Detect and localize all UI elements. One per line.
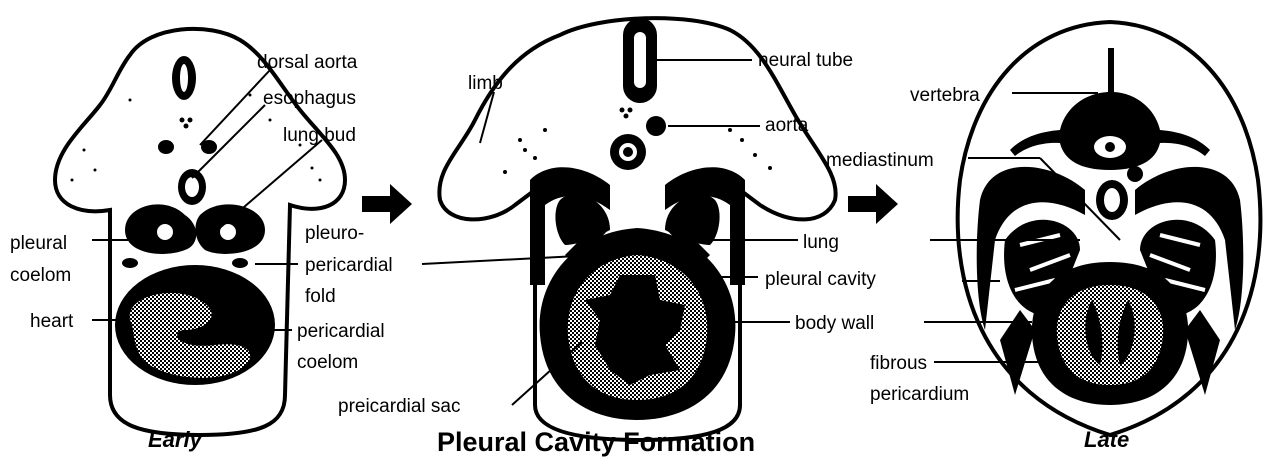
label-pleuro: pleuro-: [305, 223, 364, 244]
label-preicardial-sac: preicardial sac: [338, 396, 461, 417]
label-pericardium: pericardium: [870, 384, 969, 405]
label-vertebra: vertebra: [910, 85, 980, 106]
stage-caption-late: Late: [1084, 427, 1129, 452]
arrow-right-1: [362, 184, 412, 224]
stage-caption-early: Early: [148, 427, 204, 452]
label-pericardial: pericardial: [305, 255, 393, 276]
label-fibrous: fibrous: [870, 353, 927, 374]
label-esophagus: esophagus: [263, 88, 356, 109]
label-lung: lung: [803, 232, 839, 253]
arrow-right-2: [848, 184, 898, 224]
label-pericardial-coelom-2: coelom: [297, 352, 358, 373]
label-limb: limb: [468, 73, 503, 94]
label-pleural-cavity: pleural cavity: [765, 269, 876, 290]
label-mediastinum: mediastinum: [826, 150, 934, 171]
label-pericardial-coelom-1: pericardial: [297, 321, 385, 342]
label-lung-bud: lung bud: [283, 125, 356, 146]
label-heart: heart: [30, 311, 74, 332]
label-body-wall: body wall: [795, 313, 874, 334]
label-dorsal-aorta: dorsal aorta: [257, 52, 358, 73]
label-pleural: pleural: [10, 233, 67, 254]
diagram-title: Pleural Cavity Formation: [437, 427, 755, 457]
label-coelom: coelom: [10, 265, 71, 286]
label-aorta: aorta: [765, 115, 809, 136]
label-fold: fold: [305, 286, 336, 307]
label-neural-tube: neural tube: [758, 50, 853, 71]
